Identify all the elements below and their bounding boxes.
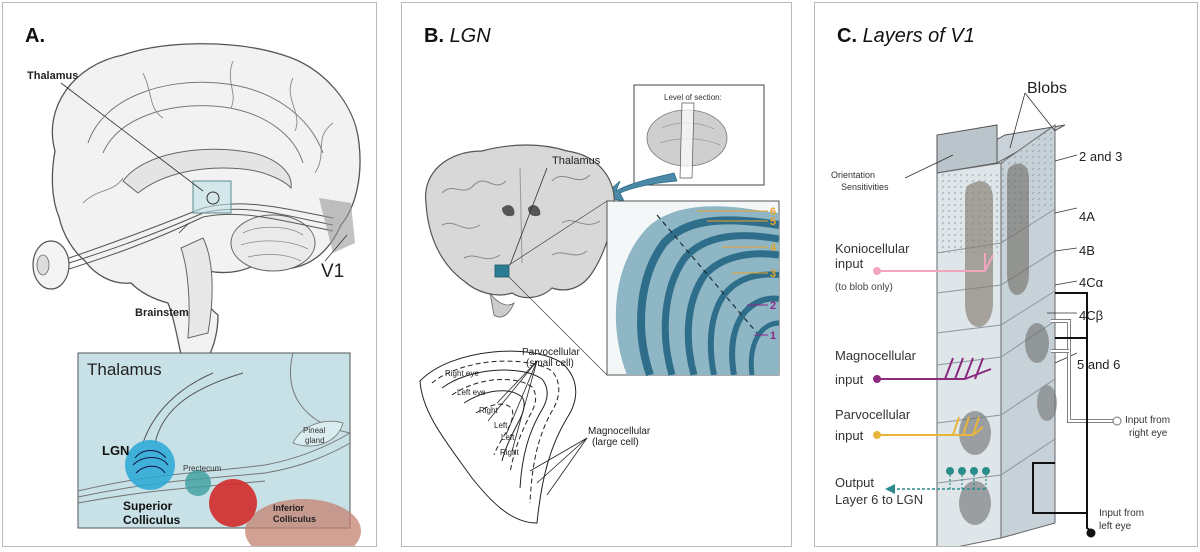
v1-layers-diagram: Blobs Orientation Sensitivities 2 and 3 … (815, 3, 1198, 547)
inset-label-superior-1: Superior (123, 499, 173, 513)
label-brainstem: Brainstem (135, 307, 189, 319)
blob-1 (965, 181, 993, 327)
brain-sagittal-diagram: Thalamus V1 Brainstem Thalamus LGN Prect… (3, 3, 377, 547)
lgn-schematic (420, 351, 576, 523)
lgn-location-marker (495, 265, 509, 277)
layer-4: 4 (770, 242, 777, 254)
layer-2: 2 (770, 300, 776, 312)
label-layer-4b: 4B (1079, 243, 1095, 258)
svg-text:Left eye: Left eye (457, 388, 486, 397)
thalamus-inset: Thalamus LGN Prectecum Pineal gland Supe… (78, 353, 361, 547)
label-v1: V1 (321, 261, 344, 282)
label-magno-1: Magnocellular (835, 348, 917, 363)
pretectum-blob (185, 470, 211, 496)
inset-label-pineal-1: Pineal (303, 426, 325, 435)
inset-title: Thalamus (87, 360, 162, 379)
label-layer-4ca: 4Cα (1079, 275, 1104, 290)
label-orientation-1: Orientation (831, 170, 875, 180)
label-output-1: Output (835, 475, 874, 490)
label-layer-4a: 4A (1079, 209, 1095, 224)
inset-label-superior-2: Colliculus (123, 513, 181, 527)
layer-5: 5 (770, 216, 776, 228)
eye (33, 241, 69, 289)
lgn-diagram: Level of section: Thalamus (402, 3, 792, 547)
panel-a: A. (2, 2, 377, 547)
inset-label-lgn: LGN (102, 443, 129, 458)
label-layer-2-3: 2 and 3 (1079, 149, 1122, 164)
label-parvo-1: Parvocellular (835, 407, 911, 422)
inset-label-inferior-1: Inferior (273, 503, 305, 513)
label-parvo-1: Parvocellular (522, 347, 580, 358)
panel-c: C. Layers of V1 (814, 2, 1198, 547)
inset-label-inferior-2: Colliculus (273, 514, 316, 524)
label-orientation-2: Sensitivities (841, 182, 889, 192)
superior-colliculus-blob (209, 479, 257, 527)
label-parvo-2: (small cell) (526, 358, 574, 369)
label-left-eye-1: Input from (1099, 508, 1144, 519)
panel-b: B. LGN Level of section: Thalamus (401, 2, 792, 547)
label-magno-2: input (835, 372, 864, 387)
label-magno-1: Magnocellular (588, 426, 651, 437)
label-layer-5-6: 5 and 6 (1077, 357, 1120, 372)
coronal-brain-section (426, 145, 615, 317)
layer-3: 3 (770, 268, 776, 280)
label-blobs: Blobs (1027, 80, 1067, 97)
label-layer-4cb: 4Cβ (1079, 308, 1103, 323)
v1-column (937, 125, 1065, 547)
label-right-eye-2: right eye (1129, 428, 1168, 439)
label-konio-2: input (835, 256, 864, 271)
svg-text:Level of section:: Level of section: (664, 93, 722, 102)
thalamus-highlight (193, 181, 231, 213)
label-parvo-2: input (835, 428, 864, 443)
label-thalamus: Thalamus (552, 155, 601, 167)
inset-label-pretectum: Prectecum (183, 464, 222, 473)
label-konio-1: Koniocellular (835, 241, 910, 256)
svg-text:Right: Right (500, 448, 519, 457)
level-of-section-box: Level of section: (634, 85, 764, 185)
svg-text:Left: Left (501, 433, 515, 442)
svg-text:Right: Right (479, 406, 498, 415)
cerebellum (231, 215, 315, 271)
label-magno-2: (large cell) (592, 437, 639, 448)
lgn-histology (607, 201, 779, 375)
svg-text:Right eye: Right eye (445, 369, 479, 378)
inset-label-pineal-2: gland (305, 436, 325, 445)
label-output-2: Layer 6 to LGN (835, 492, 923, 507)
label-konio-3: (to blob only) (835, 282, 893, 293)
blob-2 (1007, 164, 1029, 295)
label-left-eye-2: left eye (1099, 521, 1132, 532)
svg-text:Left: Left (494, 421, 508, 430)
label-thalamus: Thalamus (27, 70, 78, 82)
label-right-eye-1: Input from (1125, 415, 1170, 426)
layer-1: 1 (770, 330, 776, 342)
